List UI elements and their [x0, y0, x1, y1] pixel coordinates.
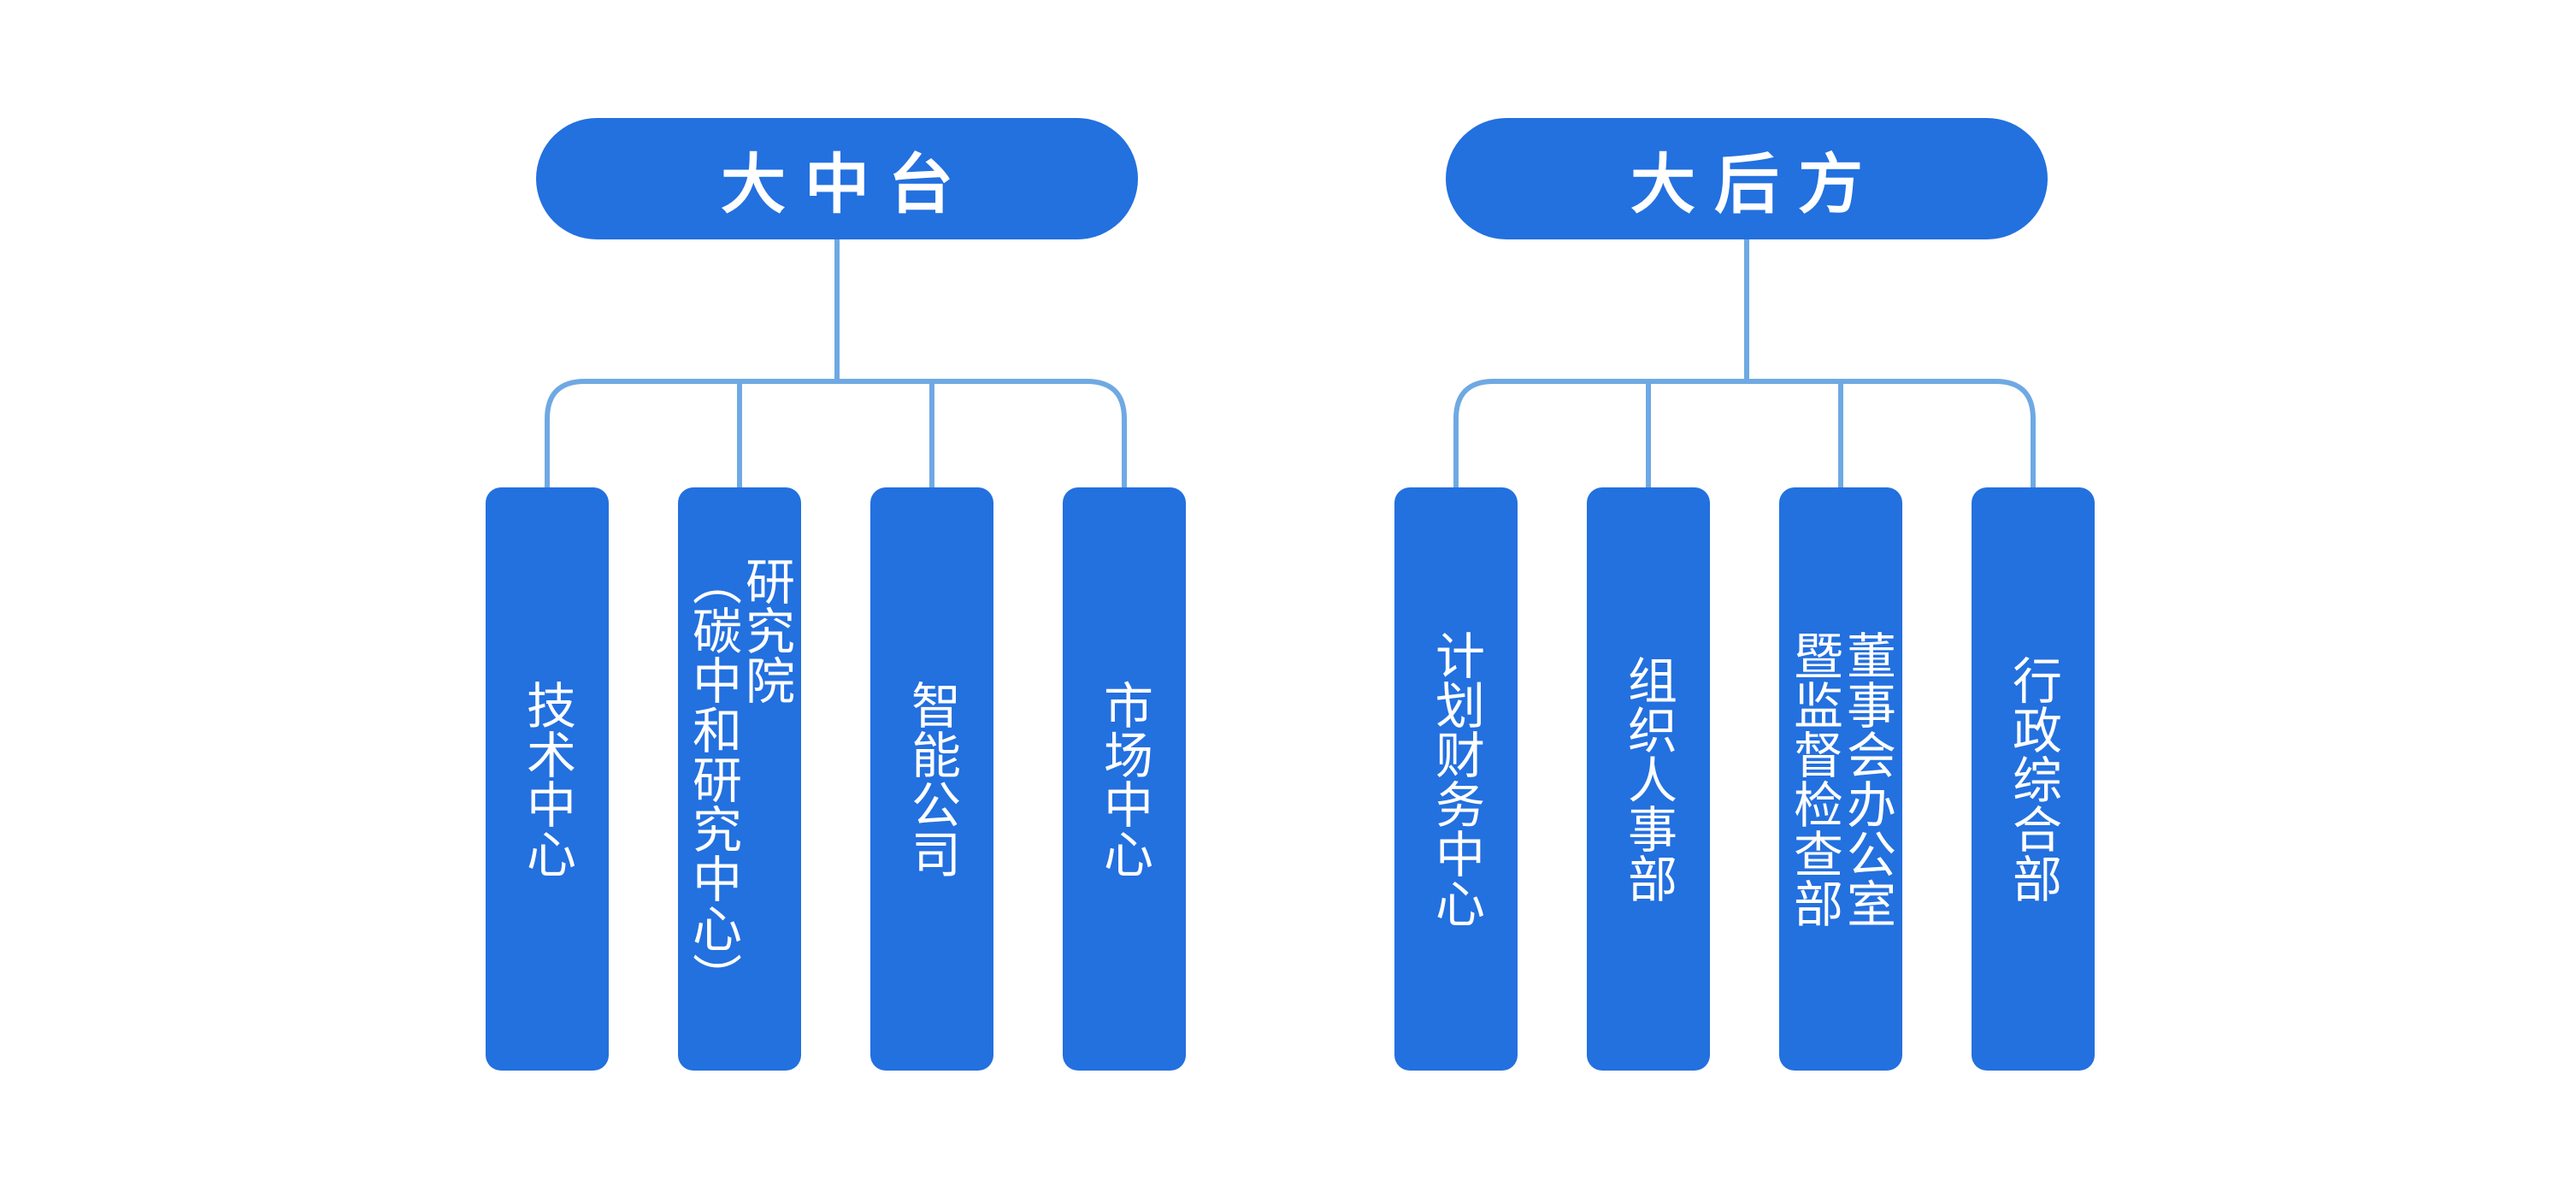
node-smart-company: 智能公司: [870, 487, 993, 1071]
node-label: 董事会办公室 暨监督检查部: [1785, 630, 1896, 928]
group-title-left-label: 大中台: [721, 146, 972, 222]
connector-right-bar: [1453, 379, 2036, 487]
node-admin-department: 行政综合部: [1972, 487, 2095, 1071]
node-research-institute: 研究院 （碳中和研究中心）: [678, 487, 801, 1071]
node-board-office: 董事会办公室 暨监督检查部: [1779, 487, 1902, 1071]
node-finance-center: 计划财务中心: [1394, 487, 1518, 1071]
node-label: 智能公司: [903, 680, 961, 878]
node-label: 研究院 （碳中和研究中心）: [684, 556, 795, 1002]
node-market-center: 市场中心: [1063, 487, 1186, 1071]
node-label: 市场中心: [1095, 680, 1153, 878]
node-label: 技术中心: [518, 680, 576, 878]
group-title-right-label: 大后方: [1630, 146, 1882, 222]
node-label: 行政综合部: [2004, 655, 2062, 903]
group-title-left: 大中台: [536, 118, 1138, 239]
node-label: 组织人事部: [1619, 655, 1677, 903]
group-title-right: 大后方: [1446, 118, 2048, 239]
node-tech-center: 技术中心: [486, 487, 609, 1071]
node-hr-department: 组织人事部: [1587, 487, 1710, 1071]
node-label: 计划财务中心: [1427, 630, 1485, 928]
connector-left-bar: [545, 379, 1127, 487]
